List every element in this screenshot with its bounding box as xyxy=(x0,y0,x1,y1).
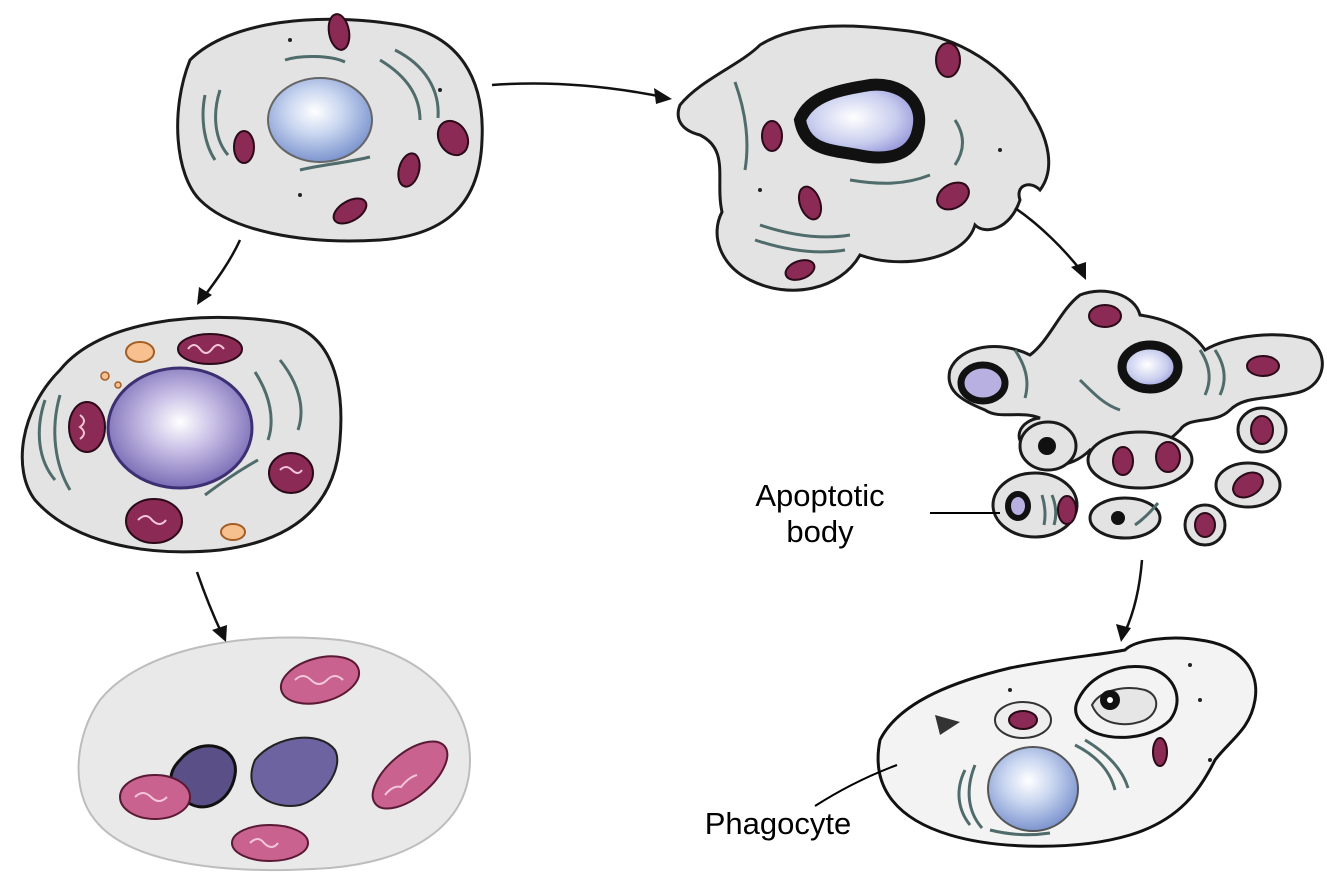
condensed-nucleus xyxy=(800,85,919,158)
arrow-normal-to-swollen xyxy=(203,240,240,298)
condensed-nucleus-2 xyxy=(1122,345,1178,389)
arrow-normal-to-shrinking xyxy=(492,83,668,98)
necrotic-cell xyxy=(79,638,470,871)
phagocyte-label: Phagocyte xyxy=(668,806,888,842)
shrinking-cell xyxy=(678,26,1049,290)
swollen-nucleus xyxy=(108,368,252,488)
swollen-cell xyxy=(22,317,341,551)
arrow-fragmenting-to-phagocyte xyxy=(1125,560,1142,632)
fragmenting-cell xyxy=(949,291,1322,545)
phagocyte-cell xyxy=(878,638,1256,846)
arrow-shrinking-to-fragmenting xyxy=(1015,208,1082,272)
normal-cell xyxy=(178,13,483,241)
phagocyte-nucleus xyxy=(988,747,1078,831)
apoptotic-body-label: Apoptotic body xyxy=(715,478,925,550)
arrow-swollen-to-necrotic xyxy=(197,572,222,634)
nucleus xyxy=(268,78,372,162)
